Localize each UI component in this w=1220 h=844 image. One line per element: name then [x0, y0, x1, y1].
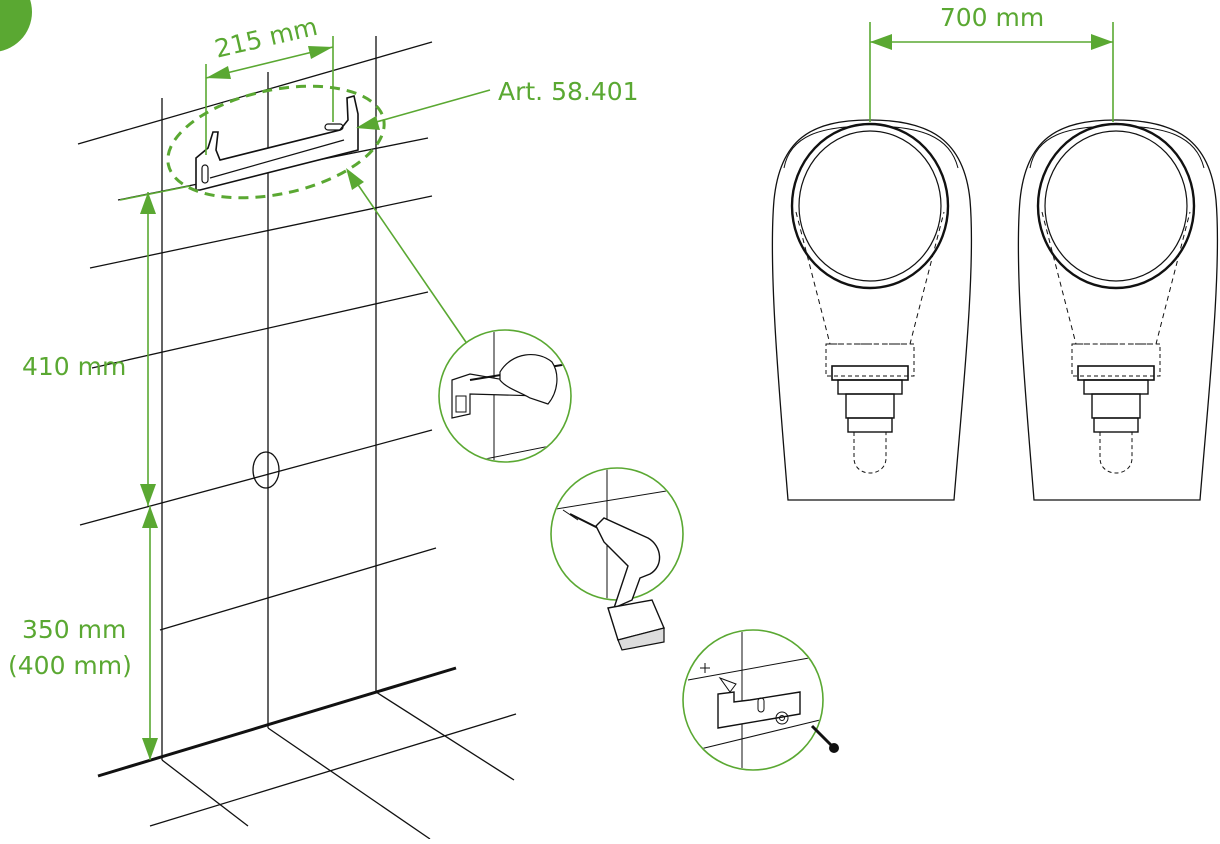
dim-700: 700 mm — [869, 3, 1114, 122]
wall-grid — [77, 36, 517, 840]
drill-icon — [569, 513, 665, 651]
bracket-highlight — [166, 84, 386, 200]
label-article: Art. 58.401 — [498, 77, 639, 106]
pencil-leader — [351, 175, 471, 349]
dim-350: 350 mm (400 mm) — [8, 506, 158, 760]
label-700mm: 700 mm — [940, 3, 1044, 32]
pencil-hand-icon — [499, 354, 558, 405]
step-badge — [0, 0, 32, 52]
label-350mm: 350 mm — [22, 615, 126, 644]
drain-opening — [252, 451, 280, 489]
detail-drilling — [550, 467, 684, 651]
screw-icon — [810, 724, 839, 753]
label-410mm: 410 mm — [22, 352, 126, 381]
detail-marking — [438, 329, 572, 463]
label-215mm: 215 mm — [212, 12, 320, 64]
urinal-left — [771, 119, 973, 501]
mounting-bracket — [195, 94, 359, 191]
dim-215: 215 mm — [205, 12, 334, 155]
urinal-right — [1017, 119, 1219, 501]
detail-screwing — [682, 629, 839, 771]
dim-410: 410 mm — [22, 185, 191, 506]
article-callout: Art. 58.401 — [356, 77, 639, 130]
label-400mm: (400 mm) — [8, 651, 132, 680]
